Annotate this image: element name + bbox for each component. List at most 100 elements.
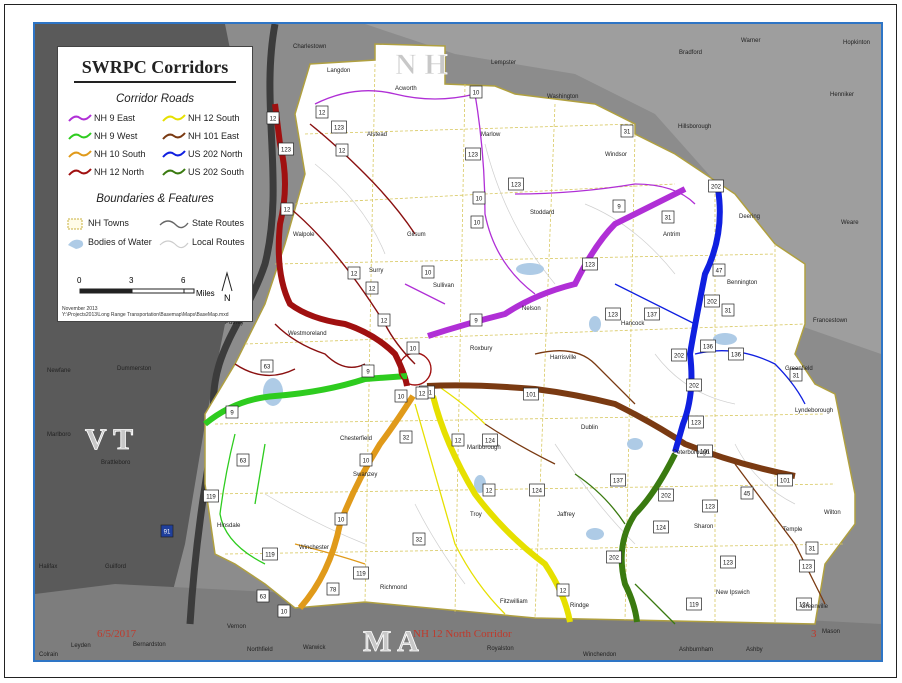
corridor-legend-label: NH 12 South [188,113,240,123]
route-number: 124 [485,439,496,445]
route-shield: 10 [334,512,348,526]
corridor-swatch-icon [162,132,186,140]
state-label-nh: N H [395,48,448,81]
route-shield: 202 [708,179,724,193]
connecticut-river [186,24,279,625]
route-shield: 123 [688,415,704,429]
route-number: 31 [725,309,732,315]
route-shield: 12 [377,313,391,327]
town-label: Hopkinton [843,40,870,46]
corridor-nh101-east [426,382,796,479]
legend-local-routes: Local Routes [192,237,245,247]
route-shield: 136 [700,339,716,353]
route-shield: 10 [359,453,373,467]
town-label: Washington [547,94,578,100]
nh9-west-routes [219,433,266,565]
town-label: Antrim [663,232,680,238]
route-shield: 9 [361,364,375,378]
town-label: Newfane [47,368,71,374]
route-number: 12 [270,117,277,123]
route-number: 202 [609,556,620,562]
route-number: 202 [707,300,718,306]
town-label: Marlboro [47,432,71,438]
route-number: 123 [334,126,345,132]
water-icon [68,239,84,249]
corridor-legend-label: NH 9 East [94,113,136,123]
town-label: Colrain [39,652,58,658]
legend-title: SWRPC Corridors [81,57,229,77]
route-number: 10 [473,91,480,97]
route-number: 123 [511,183,522,189]
route-number: 119 [356,572,366,578]
route-shield: 12 [451,433,465,447]
route-number: 32 [403,436,410,442]
route-number: 101 [700,450,711,456]
route-number: 63 [260,595,267,601]
town-label: Weare [841,220,859,226]
scale-unit: Miles [196,289,215,298]
scale-segment-3 [183,288,195,294]
route-shield: 31 [620,124,634,138]
route-shield: 12 [280,202,294,216]
page-frame [4,4,897,678]
route-number: 9 [230,411,234,417]
route-shield: 63 [260,359,274,373]
route-shield: 10 [406,341,420,355]
town-label: Wilton [824,510,841,516]
route-shield: 12 [556,583,570,597]
route-shield: 10 [277,604,291,618]
route-shield: 123 [465,147,481,161]
route-shield: 101 [523,387,539,401]
route-shield: 63 [256,589,270,603]
scale-segment-2 [131,288,185,294]
route-number: 101 [780,479,791,485]
route-shield: 12 [347,266,361,280]
town-label: Brattleboro [101,460,131,466]
town-label: Winchester [299,545,329,551]
route-number: 32 [416,538,423,544]
town-label: Swanzey [353,472,377,478]
route-shield: 123 [605,307,621,321]
route-shield: 123 [278,142,294,156]
corridor-legend-label: NH 12 North [94,167,145,177]
route-number: 9 [366,370,370,376]
town-label: Sharon [694,524,713,530]
route-number: 123 [691,421,702,427]
corridor-swatch-icon [68,168,92,176]
town-label: Greenville [801,604,829,610]
route-number: 12 [455,439,462,445]
map-file-path: Y:\Projects2013\Long Range Transportatio… [62,312,229,318]
route-shield: 10 [470,215,484,229]
route-shield: 32 [399,430,413,444]
route-number: 9 [617,205,621,211]
town-label: Windsor [605,152,627,158]
town-label: Gilsum [407,232,426,238]
route-shield: 31 [789,368,803,382]
route-shield: 12 [335,143,349,157]
footer-page-number: 3 [811,628,817,640]
corridor-legend-label: US 202 North [188,149,243,159]
town-label: Halifax [39,564,57,570]
route-number: 202 [661,494,672,500]
route-shield: 12 [266,111,280,125]
scale-tick-6: 6 [181,276,186,285]
corridor-legend-label: NH 101 East [188,131,240,141]
corridor-legend-label: NH 10 South [94,149,146,159]
route-number: 123 [608,313,619,319]
route-number: 12 [419,392,426,398]
town-label: Leyden [71,643,91,649]
route-number: 10 [281,610,288,616]
route-shield: 12 [315,105,329,119]
route-shield: 137 [644,307,660,321]
ma-region [35,584,881,660]
route-shield: 10 [469,85,483,99]
scale-tick-0: 0 [77,276,82,285]
legend-nh-towns: NH Towns [88,218,129,228]
route-number: 136 [703,345,714,351]
route-number: 136 [731,353,742,359]
route-shield: 10 [421,265,435,279]
town-label: Ashby [746,647,763,653]
route-number: 101 [526,393,537,399]
route-shield: 9 [469,313,483,327]
